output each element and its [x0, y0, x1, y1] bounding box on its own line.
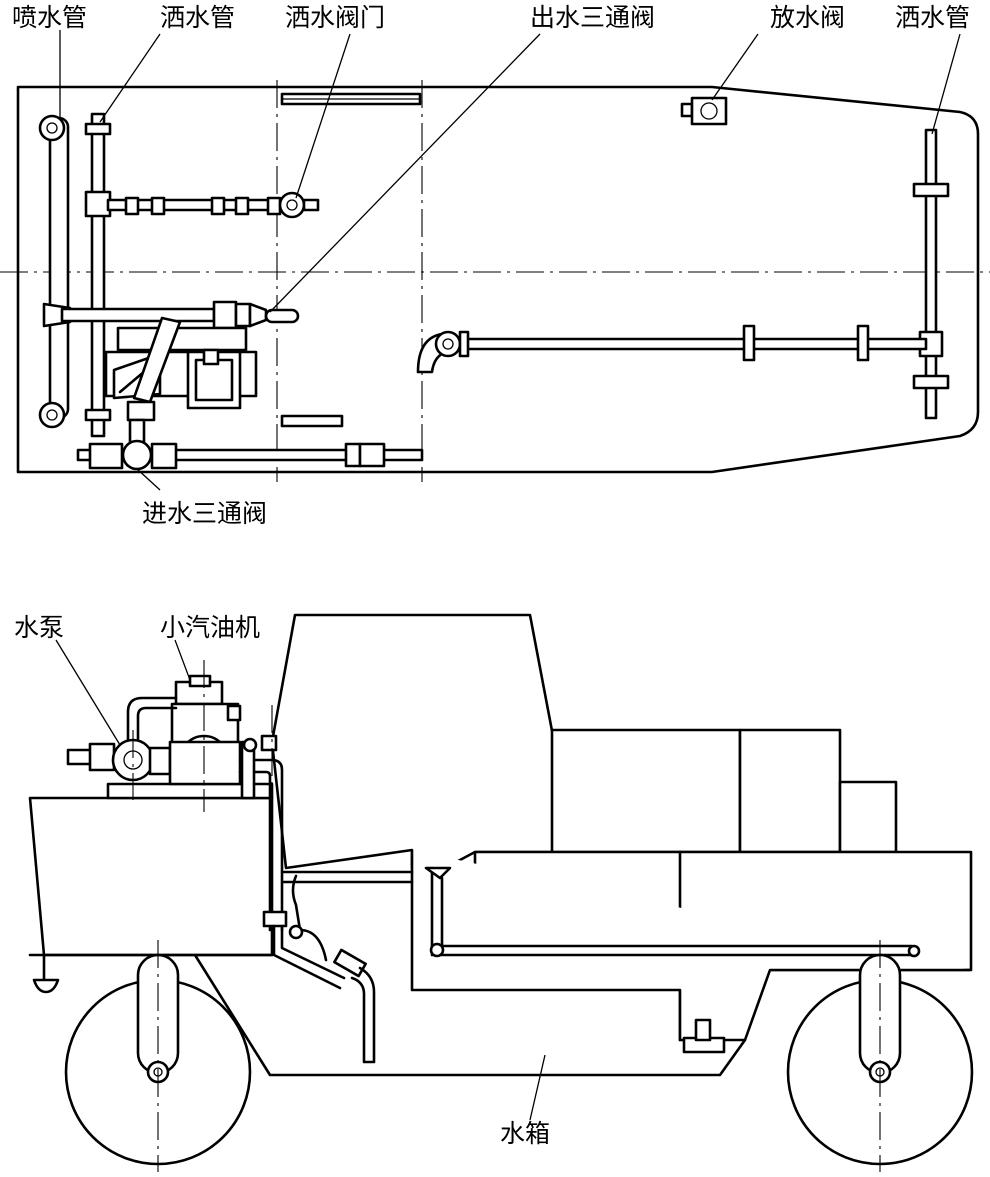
label-water-pump: 水泵: [14, 613, 64, 642]
label-outlet-three-way-valve: 出水三通阀: [530, 3, 655, 32]
feed-pipe-joint: [288, 924, 304, 940]
top-view: 喷水管 洒水管 洒水阀门 出水三通阀 放水阀 洒水管 进水三通阀: [0, 3, 990, 528]
front-wheel: [64, 940, 252, 1172]
outlet-pipe: [272, 924, 346, 990]
rear-block-top: [738, 728, 842, 854]
rear-block-tall: [550, 728, 742, 854]
side-leader-lines: [55, 639, 546, 1121]
outlet-flange: [333, 948, 367, 978]
internal-pipe-end: [907, 944, 921, 958]
funnel: [424, 866, 452, 880]
label-inlet-three-way-valve: 进水三通阀: [142, 499, 267, 528]
label-drain-valve: 放水阀: [770, 3, 845, 32]
engine-pump-block: [104, 316, 258, 422]
label-small-gasoline-engine: 小汽油机: [160, 613, 260, 642]
chassis-outline: [16, 85, 980, 474]
tank-feed-pipe: [282, 870, 414, 884]
inlet-valve-line: [76, 418, 424, 471]
front-tank: [28, 796, 274, 957]
sprinkler-valve: [278, 191, 320, 219]
valve-knob: [242, 737, 258, 753]
cab: [270, 613, 577, 870]
sprinkler-pipe-left: [84, 112, 112, 438]
label-sprinkler-valve: 洒水阀门: [285, 3, 385, 32]
outlet-elbow: [350, 966, 376, 1064]
drum-bottom: [280, 414, 344, 428]
pump-loop-pipe: [126, 696, 178, 742]
label-water-tank: 水箱: [500, 1119, 550, 1148]
gasoline-engine: [168, 660, 242, 812]
label-sprinkler-pipe-right: 洒水管: [895, 3, 970, 32]
side-view: 水泵 小汽油机 水箱: [14, 613, 974, 1172]
label-sprinkler-pipe-left: 洒水管: [160, 3, 235, 32]
feed-pipe-curve: [298, 928, 328, 962]
feed-pipe-bend: [291, 874, 302, 932]
water-pump: [66, 730, 172, 800]
sprinkler-valve-branch: [106, 196, 282, 216]
top-leader-lines: [59, 30, 961, 491]
sprinkler-pipe-right: [912, 128, 950, 420]
pipe-clamp: [262, 910, 288, 928]
feed-pipe-right: [416, 324, 928, 374]
rear-wheel: [786, 940, 974, 1172]
tank-drain-cap: [32, 978, 60, 994]
rear-block-small: [838, 780, 898, 854]
drain-valve: [680, 96, 728, 126]
valve-top: [260, 734, 278, 752]
internal-pipe-joint: [429, 942, 445, 958]
label-spray-pipe: 喷水管: [12, 3, 87, 32]
rear-drain-stem: [694, 1018, 712, 1042]
lower-frame: [193, 953, 747, 1077]
